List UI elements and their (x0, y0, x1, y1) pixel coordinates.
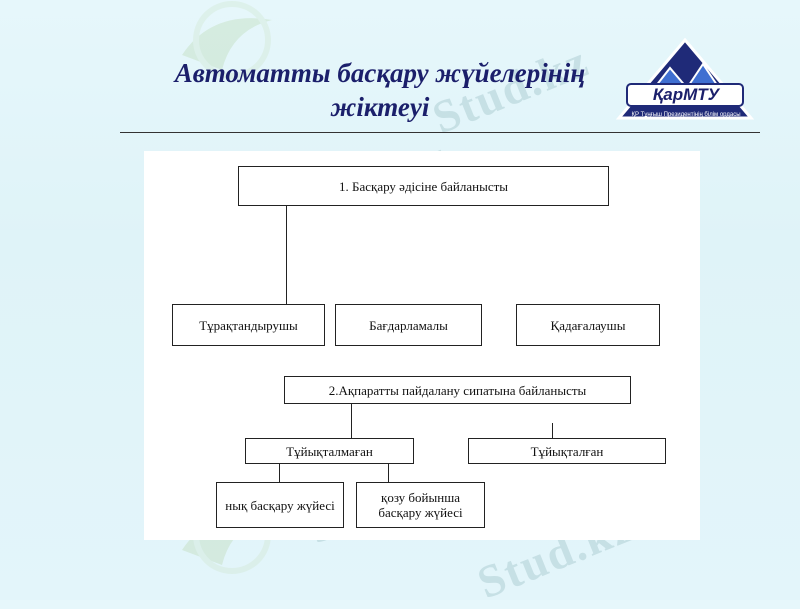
connector-line (286, 205, 287, 305)
node-programmed: Бағдарламалы (335, 304, 482, 346)
node-closed-loop: Тұйықталған (468, 438, 666, 464)
logo-name: ҚарМТУ (652, 85, 720, 104)
node-rigid-control: нық басқару жүйесі (216, 482, 344, 528)
logo-subtitle: ҚР Тұңғыш Президентінің білім ордасы (631, 112, 741, 118)
root-node-information-use: 2.Ақпаратты пайдалану сипатына байланыст… (284, 376, 631, 404)
connector-line (388, 463, 389, 483)
node-open-loop: Тұйықталмаған (245, 438, 414, 464)
connector-line (552, 423, 553, 439)
connector-line (351, 423, 352, 439)
node-tracking: Қадағалаушы (516, 304, 660, 346)
title-divider (120, 132, 760, 133)
connector-line (279, 463, 280, 483)
diagram-panel: 1. Басқару әдісіне байланысты Тұрақтанды… (144, 151, 700, 540)
connector-line (351, 403, 352, 423)
bird-watermark-icon (182, 1, 272, 79)
node-stabilizing: Тұрақтандырушы (172, 304, 325, 346)
root-node-control-method: 1. Басқару әдісіне байланысты (238, 166, 609, 206)
karmtu-logo (615, 38, 755, 120)
page-title: Автоматты басқару жүйелерінің жіктеуі (174, 58, 586, 122)
node-excitation-control: қозу бойынша басқару жүйесі (356, 482, 485, 528)
